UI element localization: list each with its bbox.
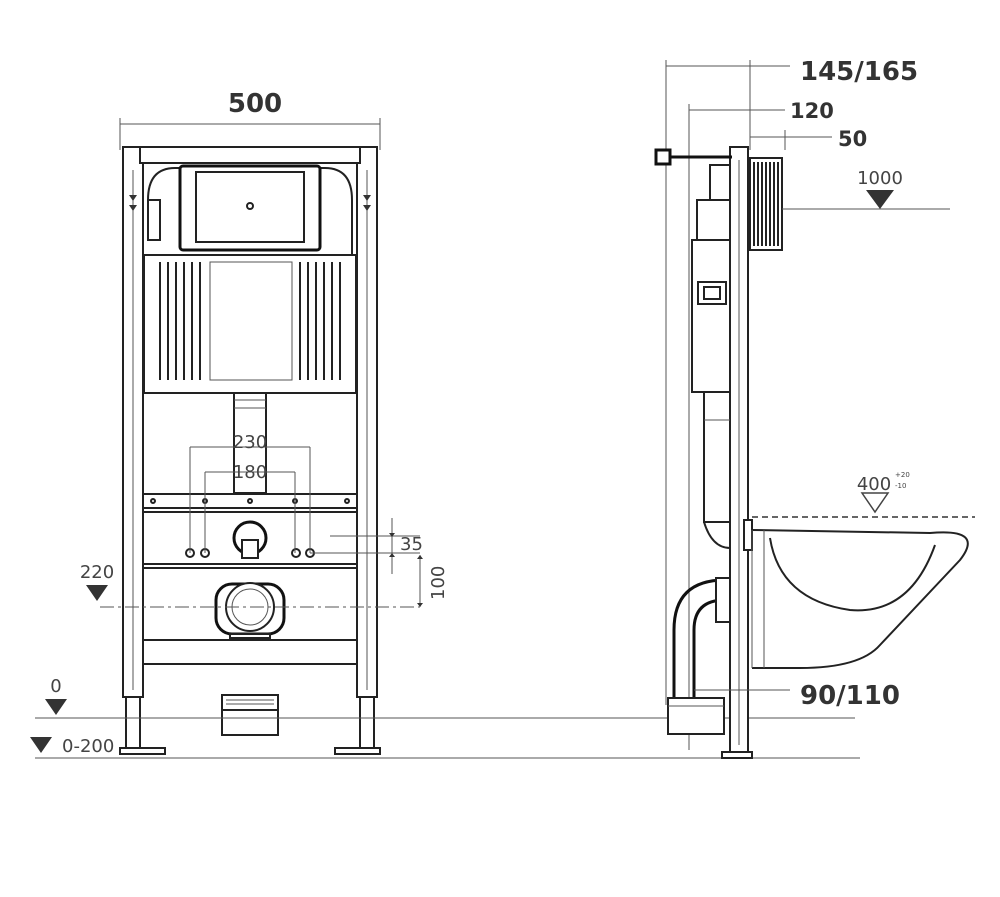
outlet-pipe <box>221 694 279 736</box>
toilet-bowl <box>751 516 975 669</box>
side-view: 145/165 120 50 <box>654 57 975 759</box>
cistern-side <box>654 148 732 549</box>
floor-level-label: 0 <box>50 676 61 697</box>
width-label: 500 <box>228 89 282 119</box>
floor-level-marker: 0 <box>45 676 67 715</box>
width-dimension: 500 <box>119 89 381 150</box>
drain-connector <box>214 582 286 639</box>
front-view: 500 <box>30 89 449 757</box>
flush-plate-side <box>749 157 783 251</box>
offset-dimensions: 35 100 <box>310 518 449 607</box>
button-height-label: 1000 <box>857 168 903 189</box>
depth-mid-label: 120 <box>790 99 834 123</box>
drain-elbow-side <box>667 577 731 735</box>
bowl-height-marker: 400 +20 -10 <box>857 471 910 514</box>
spacing-inner-label: 180 <box>233 462 267 483</box>
offset-small-label: 35 <box>400 534 423 555</box>
button-height-marker: 1000 <box>782 168 950 210</box>
depth-small-label: 50 <box>838 127 867 151</box>
depth-dimensions: 145/165 120 50 <box>665 57 918 750</box>
offset-large-label: 100 <box>428 566 449 600</box>
drain-height-marker: 220 <box>80 562 114 601</box>
pipe-dimension: 90/110 <box>694 681 900 711</box>
spacing-outer-label: 230 <box>233 432 267 453</box>
bowl-tol-plus: +20 <box>895 471 910 479</box>
flush-connector <box>232 520 268 559</box>
drain-height-label: 220 <box>80 562 114 583</box>
pipe-label: 90/110 <box>800 681 900 711</box>
frame <box>119 146 381 755</box>
mounting-bars <box>142 493 358 665</box>
cistern-ribs <box>159 262 341 380</box>
bowl-tol-minus: -10 <box>895 482 906 490</box>
bowl-height-label: 400 <box>857 474 891 495</box>
floor-adjust-marker: 0-200 <box>30 736 114 757</box>
spacing-dimensions: 230 180 <box>189 432 311 553</box>
depth-total-label: 145/165 <box>800 57 918 87</box>
cistern <box>143 164 357 494</box>
floor-adjust-label: 0-200 <box>62 736 114 757</box>
